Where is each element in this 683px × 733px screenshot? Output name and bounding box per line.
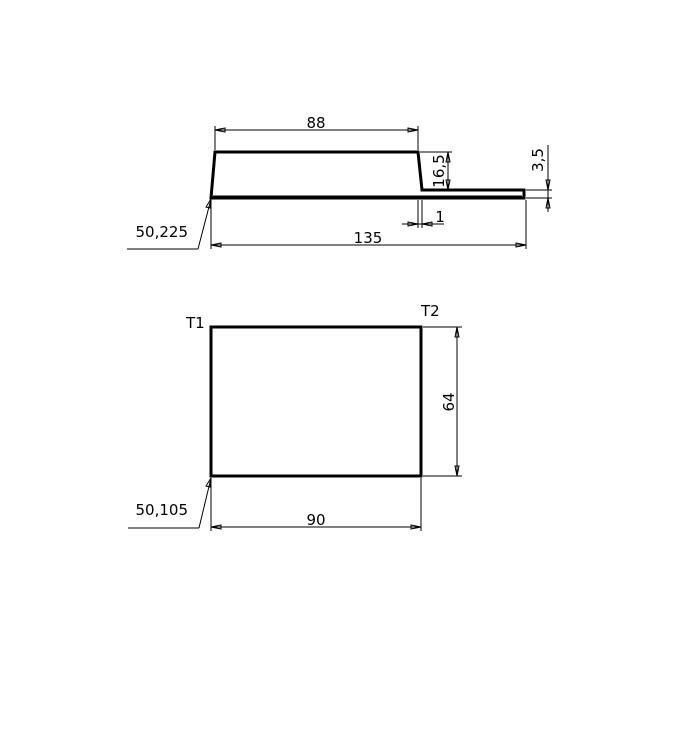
side-view: 88 16,5 3,5 1 [127, 114, 552, 250]
side-profile-outline [209, 150, 526, 200]
dim-plan-height: 64 [423, 326, 462, 477]
dim-total-length: 135 [210, 200, 527, 249]
dim-offset-label: 1 [435, 208, 445, 226]
dim-top-width-label: 88 [306, 114, 325, 132]
corner-label-t1: T1 [185, 314, 205, 332]
dim-plan-height-label: 64 [440, 392, 458, 411]
dim-offset: 1 [402, 200, 445, 228]
dim-plan-width: 90 [210, 478, 422, 531]
top-view: T1 T2 64 90 50,105 [128, 302, 462, 531]
dim-step-height: 16,5 [420, 151, 452, 191]
leader-plan: 50,105 [128, 477, 212, 529]
dim-plan-width-label: 90 [306, 511, 325, 529]
dim-total-length-label: 135 [354, 229, 383, 247]
dim-step-height-label: 16,5 [430, 154, 448, 187]
dim-plate-thickness: 3,5 [526, 145, 552, 212]
corner-label-t2: T2 [420, 302, 440, 320]
plan-rectangle [209, 325, 423, 478]
leader-plan-label: 50,105 [136, 501, 189, 519]
dim-plate-thickness-label: 3,5 [529, 148, 547, 172]
leader-side-label: 50,225 [136, 223, 189, 241]
dim-top-width: 88 [214, 114, 419, 150]
leader-side: 50,225 [127, 198, 212, 250]
